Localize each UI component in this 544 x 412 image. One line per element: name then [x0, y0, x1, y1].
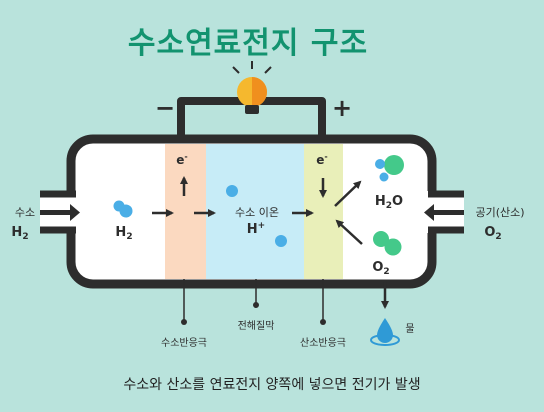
- o2-label: O2: [372, 260, 389, 277]
- diagram-title: 수소연료전지 구조: [127, 26, 369, 61]
- anode-pointer: [181, 279, 187, 325]
- light-bulb-icon: [232, 61, 272, 114]
- hydrogen-ion-dot-1: [226, 185, 238, 197]
- electrolyte-label: 전해질막: [238, 319, 275, 332]
- cathode-label: 산소반응극: [300, 337, 346, 349]
- hydrogen-ion-name: 수소 이온: [235, 206, 279, 219]
- to-water-arrow: [334, 180, 362, 207]
- water-label: 물: [405, 323, 414, 335]
- water-drop-icon: [370, 318, 400, 346]
- minus-terminal: −: [155, 94, 175, 122]
- hydrogen-input-formula: H2: [11, 225, 28, 242]
- hydrogen-ion-label: H+: [247, 221, 265, 237]
- hydrogen-inlet-pipe: [40, 190, 80, 234]
- cathode-pointer: [320, 279, 326, 325]
- h2o-label: H2O: [375, 194, 403, 211]
- anode-layer: [165, 144, 206, 279]
- cathode-electron-label: e-: [316, 152, 327, 167]
- hydrogen-input-name: 수소: [15, 206, 35, 219]
- hydrogen-ion-dot-2: [275, 235, 287, 247]
- air-input-name: 공기(산소): [475, 206, 524, 219]
- h2-label: H2: [115, 225, 132, 242]
- oxygen-input-formula: O2: [484, 225, 501, 242]
- hydrogen-molecule: [113, 200, 133, 218]
- anode-label: 수소반응극: [161, 337, 207, 349]
- plus-terminal: +: [332, 94, 352, 122]
- anode-electron-label: e-: [176, 152, 187, 167]
- air-inlet-pipe: [424, 190, 464, 234]
- electrolyte-pointer: [253, 279, 259, 308]
- electrolyte-layer: [206, 144, 304, 279]
- from-oxygen-arrow: [335, 219, 363, 245]
- water-molecule: [375, 155, 404, 182]
- bottom-caption: 수소와 산소를 연료전지 양쪽에 넣으면 전기가 발생: [123, 377, 421, 393]
- oxygen-molecule: [373, 231, 402, 256]
